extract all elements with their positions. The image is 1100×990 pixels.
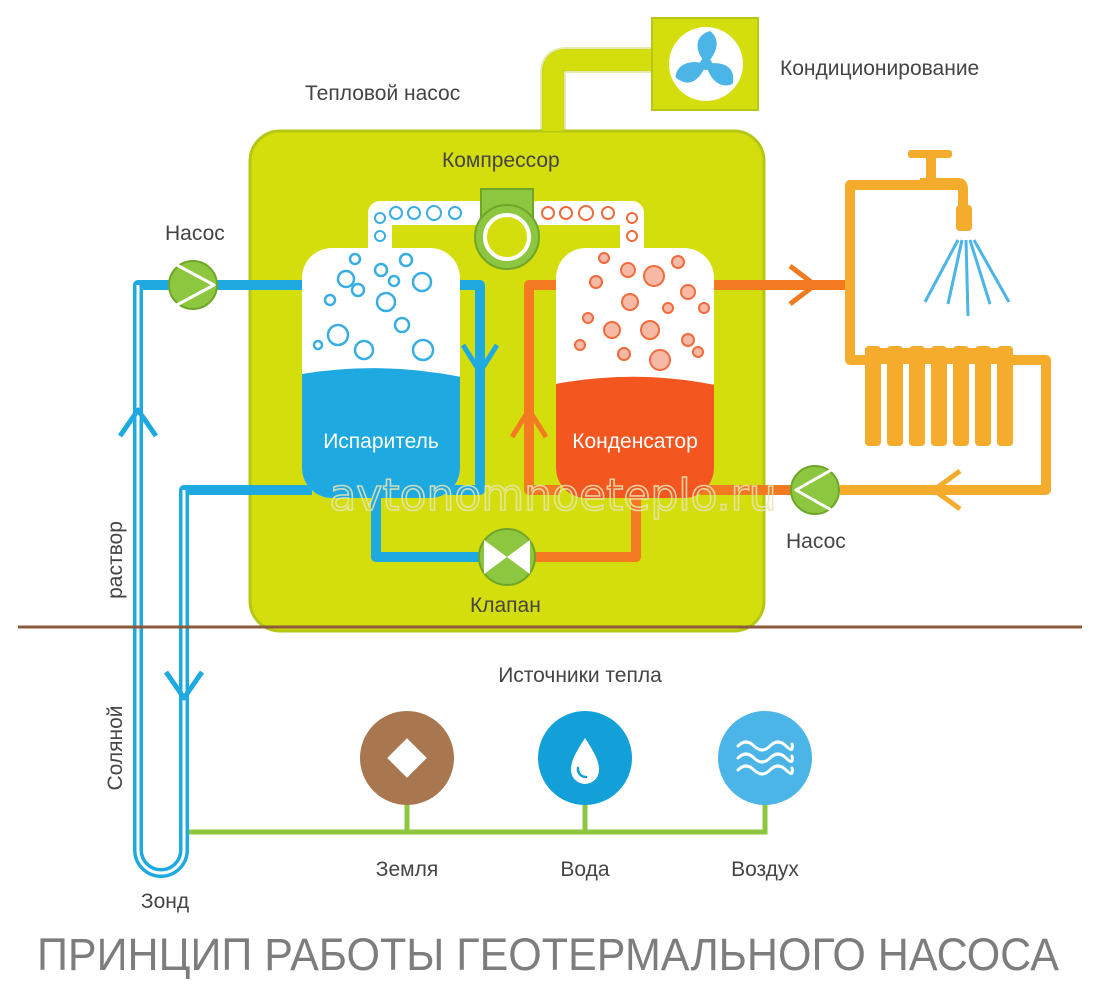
fan-icon	[669, 27, 743, 101]
hot-loop-pipe	[526, 498, 641, 562]
air-label: Воздух	[731, 858, 799, 881]
household-supply-pipe	[845, 180, 938, 285]
diamond-icon	[387, 738, 427, 778]
conditioning-pipe-edge	[540, 47, 652, 131]
pump-left	[168, 260, 218, 310]
valve	[478, 528, 536, 586]
pump-left-label: Насос	[165, 222, 225, 245]
ground-label: Земля	[376, 858, 438, 881]
condenser-tank: Конденсатор	[556, 248, 714, 498]
flow-arrow-down-inner	[460, 343, 500, 375]
waves-icon	[736, 740, 794, 776]
air-source	[718, 711, 812, 805]
brine-label-line2: раствор	[104, 521, 127, 599]
compressor-label: Компрессор	[442, 149, 560, 172]
pump-right-label: Насос	[786, 530, 846, 553]
valve-label: Клапан	[470, 594, 541, 617]
evaporator-tank: Испаритель	[302, 248, 460, 498]
heat-sources-pipe	[189, 802, 768, 835]
flow-arrow-down	[163, 670, 205, 701]
water-label: Вода	[560, 858, 609, 881]
heat-sources-label: Источники тепла	[498, 664, 662, 687]
compressor	[474, 188, 540, 270]
flow-arrow-left	[931, 468, 962, 512]
flow-arrow-right	[788, 264, 818, 306]
pump-right	[790, 465, 840, 515]
faucet-icon	[908, 150, 1011, 317]
page-title: ПРИНЦИП РАБОТЫ ГЕОТЕРМАЛЬНОГО НАСОСА	[37, 929, 1059, 980]
hot-bubble-tube	[526, 201, 644, 262]
evaporator-label: Испаритель	[323, 430, 439, 453]
flow-arrow-up	[117, 407, 159, 438]
flow-arrow-up-inner	[509, 407, 549, 439]
conditioning-unit	[651, 17, 759, 111]
heat-pump-label: Тепловой насос	[305, 82, 460, 105]
condenser-label: Конденсатор	[572, 430, 698, 453]
water-drop-icon	[571, 738, 599, 784]
cold-loop-pipe	[371, 498, 488, 562]
water-source	[538, 711, 632, 805]
probe-label: Зонд	[141, 890, 189, 913]
ground-source	[360, 711, 454, 805]
cold-bubble-tube	[368, 201, 490, 262]
brine-label-line1: Соляной	[104, 705, 127, 790]
radiator-icon	[865, 346, 1013, 446]
conditioning-label: Кондиционирование	[780, 57, 979, 80]
watermark: avtonomnoeteplo.ru	[329, 470, 776, 521]
